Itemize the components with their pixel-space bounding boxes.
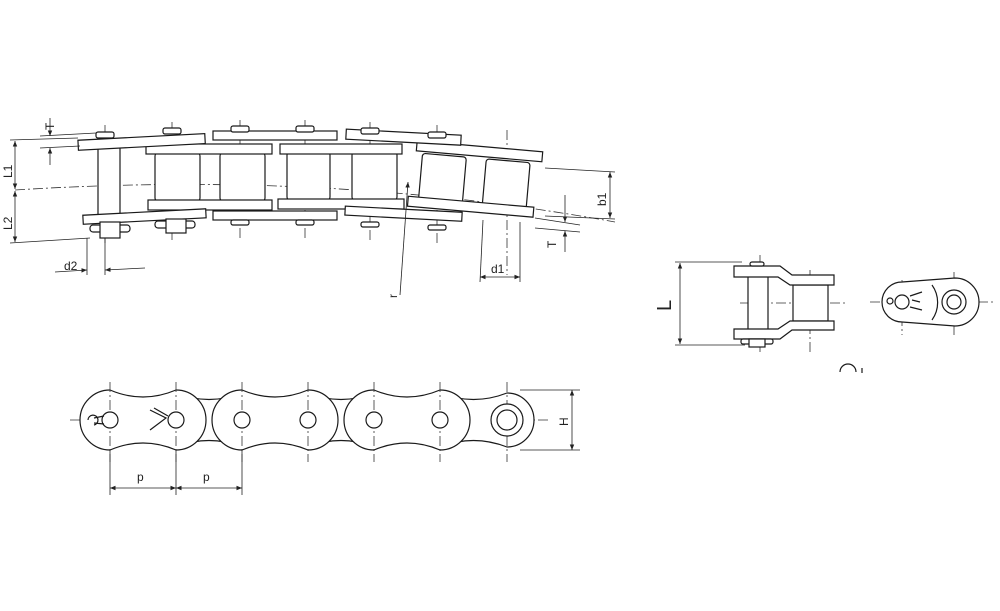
inner-plates: [145, 140, 544, 218]
label-H: H: [557, 417, 571, 426]
pin-heads: [89, 125, 447, 239]
cotter-pins: [87, 407, 169, 431]
offset-link-front-view: [839, 272, 995, 373]
label-T-top: T: [43, 122, 57, 130]
label-L2: L2: [1, 216, 15, 230]
pin-hole: [233, 411, 251, 429]
label-L1: L1: [1, 164, 15, 178]
offset-link-side-view: L: [654, 255, 845, 352]
outer-plates: [77, 128, 463, 225]
label-T-bottom: T: [545, 240, 559, 248]
label-r: r: [386, 294, 400, 298]
partial-glyph-icon: [839, 363, 863, 373]
side-dimensions: [109, 389, 580, 495]
label-p-2: p: [203, 470, 210, 484]
pin: [97, 144, 121, 216]
dimensions-top: [9, 118, 616, 296]
chain-side-view: p p H: [70, 382, 580, 495]
pin-hole: [365, 411, 383, 429]
chain-link-plate: [79, 389, 207, 451]
label-p-1: p: [137, 470, 144, 484]
chain-top-view: T L1 L2 d2 r d1 T b1: [1, 118, 616, 298]
pin-hole: [101, 411, 119, 429]
label-L: L: [654, 300, 676, 311]
chain-link-plate: [211, 389, 339, 451]
label-d1: d1: [491, 262, 505, 276]
pin-hole: [431, 411, 449, 429]
pin-hole: [299, 411, 317, 429]
pin-hole: [167, 411, 185, 429]
chain-link-plate: [343, 389, 471, 451]
label-b1: b1: [595, 192, 609, 206]
label-d2: d2: [64, 259, 78, 273]
pin-hole: [496, 409, 518, 431]
